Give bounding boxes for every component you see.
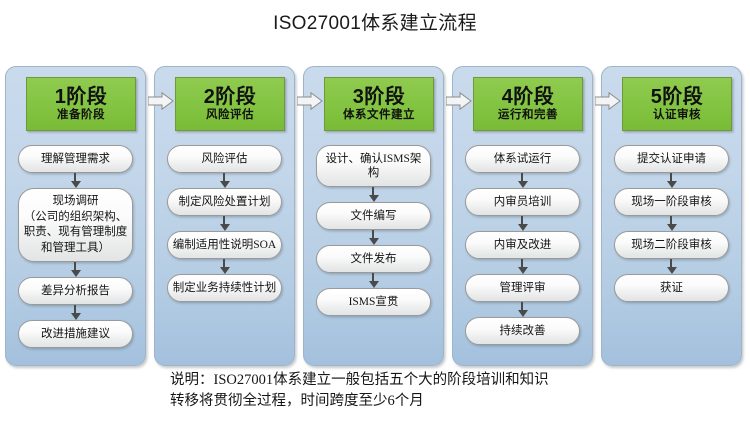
arrow-right-icon: [446, 92, 472, 110]
step-text-line: 设计、确认ISMS架构: [325, 153, 422, 179]
stage-header-1[interactable]: 1阶段准备阶段: [26, 77, 136, 131]
stage-panel-5[interactable]: 5阶段认证审核提交认证申请现场一阶段审核现场二阶段审核获证: [601, 66, 742, 366]
step-text-line: 管理评审: [499, 282, 546, 294]
step-text-line: 文件编写: [350, 210, 397, 222]
step-box[interactable]: ISMS宣贯: [316, 288, 431, 316]
arrow-down-icon: [517, 259, 528, 274]
step-box[interactable]: 获证: [614, 274, 729, 302]
step-text-line: 现场调研: [52, 195, 99, 207]
step-list-5: 提交认证申请现场一阶段审核现场二阶段审核获证: [614, 145, 729, 302]
step-text-line: 制定业务持续性计划: [172, 282, 277, 294]
stage-name-label: 运行和完善: [498, 108, 558, 121]
step-box[interactable]: 管理评审: [465, 274, 580, 302]
arrow-down-icon: [70, 262, 81, 277]
step-text-line: 提交认证申请: [637, 153, 706, 165]
stage-header-2[interactable]: 2阶段风险评估: [175, 77, 285, 131]
step-list-4: 体系试运行内审员培训内审及改进管理评审持续改善: [465, 145, 580, 345]
step-box[interactable]: 编制适用性说明SOA: [167, 231, 282, 259]
arrow-down-icon: [70, 173, 81, 188]
step-box[interactable]: 理解管理需求: [18, 145, 133, 173]
step-box[interactable]: 内审员培训: [465, 188, 580, 216]
step-text-line: 编制适用性说明SOA: [172, 239, 277, 251]
step-box[interactable]: 内审及改进: [465, 231, 580, 259]
step-box[interactable]: 风险评估: [167, 145, 282, 173]
stage-number-label: 1阶段: [54, 85, 108, 108]
arrow-down-icon: [368, 230, 379, 245]
step-box[interactable]: 改进措施建议: [18, 320, 133, 348]
step-list-1: 理解管理需求现场调研 （公司的组织架构、职责、现有管理制度和管理工具） 差异分析报告…: [18, 145, 133, 348]
arrow-down-icon: [517, 302, 528, 317]
step-box[interactable]: 制定业务持续性计划: [167, 274, 282, 302]
stage-name-label: 体系文件建立: [343, 108, 415, 121]
step-box[interactable]: 制定风险处置计划: [167, 188, 282, 216]
stage-panel-1[interactable]: 1阶段准备阶段理解管理需求现场调研 （公司的组织架构、职责、现有管理制度和管理工具…: [5, 66, 146, 366]
step-text-line: 内审员培训: [493, 196, 552, 208]
arrow-right-icon: [297, 92, 323, 110]
arrow-down-icon: [70, 305, 81, 320]
arrow-down-icon: [666, 259, 677, 274]
step-box[interactable]: 文件发布: [316, 245, 431, 273]
step-box[interactable]: 设计、确认ISMS架构: [316, 145, 431, 187]
step-text-line: 现场二阶段审核: [631, 239, 712, 251]
step-box[interactable]: 现场调研 （公司的组织架构、职责、现有管理制度和管理工具）: [18, 188, 133, 262]
arrow-right-icon: [595, 92, 621, 110]
stage-name-label: 认证审核: [653, 108, 701, 121]
step-text-line: 理解管理需求: [41, 153, 110, 165]
arrow-down-icon: [368, 187, 379, 202]
arrow-down-icon: [219, 216, 230, 231]
step-box[interactable]: 提交认证申请: [614, 145, 729, 173]
step-box[interactable]: 持续改善: [465, 317, 580, 345]
arrow-down-icon: [517, 173, 528, 188]
stage-number-label: 4阶段: [501, 85, 555, 108]
arrow-right-icon: [148, 92, 174, 110]
step-text-line: 差异分析报告: [41, 285, 110, 297]
arrow-down-icon: [517, 216, 528, 231]
step-text-line: 文件发布: [350, 253, 397, 265]
step-text-line: 改进措施建议: [41, 328, 110, 340]
step-text-line: 风险评估: [201, 153, 248, 165]
footnote-line-1: 说明：ISO27001体系建立一般包括五个大的阶段培训和知识: [170, 372, 549, 388]
stage-number-label: 2阶段: [203, 85, 257, 108]
arrow-down-icon: [666, 216, 677, 231]
step-list-3: 设计、确认ISMS架构文件编写文件发布 ISMS宣贯: [316, 145, 431, 316]
page-title: ISO27001体系建立流程: [273, 13, 477, 34]
stage-number-label: 5阶段: [650, 85, 704, 108]
step-text-line: ISMS宣贯: [348, 296, 399, 308]
arrow-down-icon: [219, 173, 230, 188]
step-text-line: 持续改善: [499, 325, 546, 337]
stage-number-label: 3阶段: [352, 85, 406, 108]
arrow-down-icon: [666, 173, 677, 188]
step-box[interactable]: 文件编写: [316, 202, 431, 230]
stage-name-label: 风险评估: [206, 108, 254, 121]
step-text-line: 和管理工具）: [41, 241, 110, 254]
stage-header-4[interactable]: 4阶段运行和完善: [473, 77, 583, 131]
stage-name-label: 准备阶段: [57, 108, 105, 121]
step-box[interactable]: 体系试运行: [465, 145, 580, 173]
step-box[interactable]: 现场一阶段审核: [614, 188, 729, 216]
step-text-line: 职责、现有管理制度: [23, 226, 128, 238]
step-text-line: 内审及改进: [493, 239, 552, 251]
step-text-line: （公司的组织架构、: [23, 210, 128, 223]
footnote: 说明：ISO27001体系建立一般包括五个大的阶段培训和知识 转移将贯彻全过程，…: [170, 370, 610, 412]
stage-panel-3[interactable]: 3阶段体系文件建立设计、确认ISMS架构文件编写文件发布 ISMS宣贯: [303, 66, 444, 366]
stage-panel-4[interactable]: 4阶段运行和完善体系试运行内审员培训内审及改进管理评审持续改善: [452, 66, 593, 366]
step-box[interactable]: 差异分析报告: [18, 277, 133, 305]
footnote-line-2: 转移将贯彻全过程，时间跨度至少6个月: [170, 393, 424, 409]
step-box[interactable]: 现场二阶段审核: [614, 231, 729, 259]
step-list-2: 风险评估制定风险处置计划编制适用性说明SOA 制定业务持续性计划: [167, 145, 282, 302]
arrow-down-icon: [219, 259, 230, 274]
step-text-line: 现场一阶段审核: [631, 196, 712, 208]
step-text-line: 获证: [660, 282, 683, 294]
step-text-line: 制定风险处置计划: [178, 196, 271, 208]
step-text-line: 体系试运行: [493, 153, 552, 165]
stage-header-3[interactable]: 3阶段体系文件建立: [324, 77, 434, 131]
stage-header-5[interactable]: 5阶段认证审核: [622, 77, 732, 131]
arrow-down-icon: [368, 273, 379, 288]
